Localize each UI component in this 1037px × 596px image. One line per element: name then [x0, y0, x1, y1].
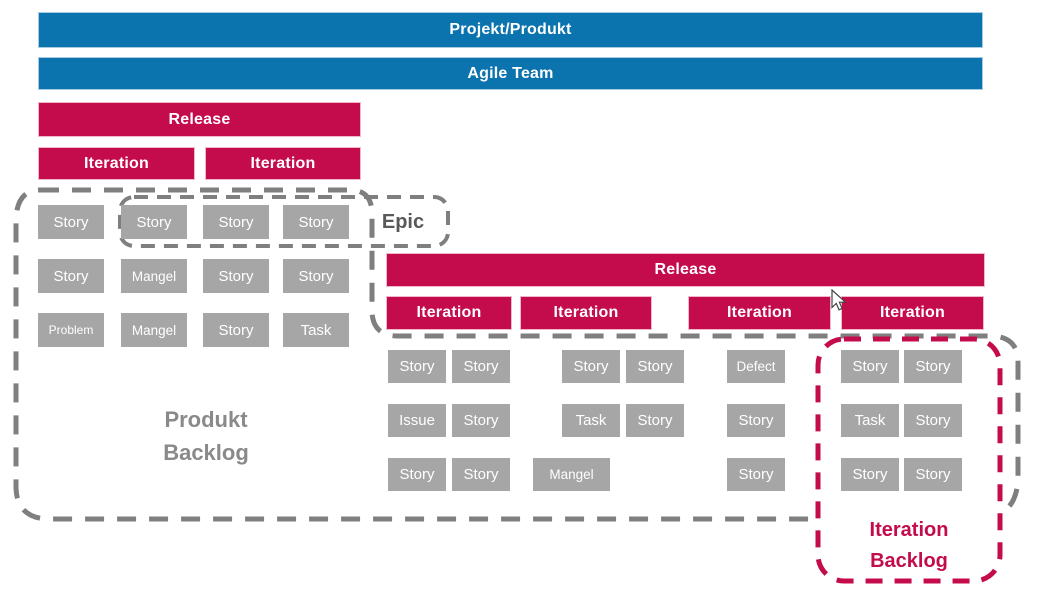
- work-item-card: Story: [203, 259, 269, 293]
- work-item-card: Story: [562, 350, 620, 383]
- left-release-bar: Release: [38, 102, 361, 137]
- produkt-backlog-label: Produkt Backlog: [116, 403, 296, 469]
- work-item-card: Mangel: [533, 458, 610, 491]
- work-item-card: Story: [388, 350, 446, 383]
- work-item-card: Mangel: [121, 259, 187, 293]
- work-item-card: Story: [121, 205, 187, 239]
- iteration-backlog-label: Iteration Backlog: [824, 515, 994, 577]
- right-iteration-bar: Iteration: [841, 296, 984, 330]
- projekt-produkt-bar: Projekt/Produkt: [38, 12, 983, 48]
- work-item-card: Story: [904, 404, 962, 437]
- work-item-card: Story: [388, 458, 446, 491]
- work-item-card: Story: [841, 350, 899, 383]
- work-item-card: Story: [841, 458, 899, 491]
- agile-team-bar: Agile Team: [38, 57, 983, 90]
- work-item-card: Story: [626, 350, 684, 383]
- work-item-card: Story: [452, 458, 510, 491]
- epic-dashed-outline: [118, 195, 450, 248]
- epic-label: Epic: [381, 211, 425, 233]
- mouse-cursor-icon: [831, 289, 847, 311]
- work-item-card: Story: [38, 259, 104, 293]
- work-item-card: Story: [904, 458, 962, 491]
- left-iteration-bar: Iteration: [38, 147, 195, 180]
- right-iteration-bar: Iteration: [688, 296, 831, 330]
- right-iteration-bar: Iteration: [520, 296, 652, 330]
- right-release-bar: Release: [386, 253, 985, 287]
- work-item-card: Story: [452, 404, 510, 437]
- work-item-card: Problem: [38, 313, 104, 347]
- work-item-card: Story: [626, 404, 684, 437]
- work-item-card: Story: [38, 205, 104, 239]
- work-item-card: Story: [283, 259, 349, 293]
- work-item-card: Story: [203, 205, 269, 239]
- iteration-backlog-line1: Iteration: [869, 519, 949, 541]
- work-item-card: Story: [203, 313, 269, 347]
- work-item-card: Defect: [727, 350, 785, 383]
- produkt-backlog-line1: Produkt: [164, 407, 248, 432]
- work-item-card: Story: [904, 350, 962, 383]
- work-item-card: Issue: [388, 404, 446, 437]
- work-item-card: Story: [452, 350, 510, 383]
- iteration-backlog-line2: Backlog: [870, 550, 948, 572]
- work-item-card: Task: [562, 404, 620, 437]
- work-item-card: Story: [283, 205, 349, 239]
- work-item-card: Task: [283, 313, 349, 347]
- work-item-card: Mangel: [121, 313, 187, 347]
- produkt-backlog-line2: Backlog: [163, 440, 249, 465]
- right-iteration-bar: Iteration: [386, 296, 512, 330]
- left-iteration-bar: Iteration: [205, 147, 361, 180]
- work-item-card: Task: [841, 404, 899, 437]
- work-item-card: Story: [727, 458, 785, 491]
- work-item-card: Story: [727, 404, 785, 437]
- produkt-backlog-dashed-outline: [13, 187, 1021, 522]
